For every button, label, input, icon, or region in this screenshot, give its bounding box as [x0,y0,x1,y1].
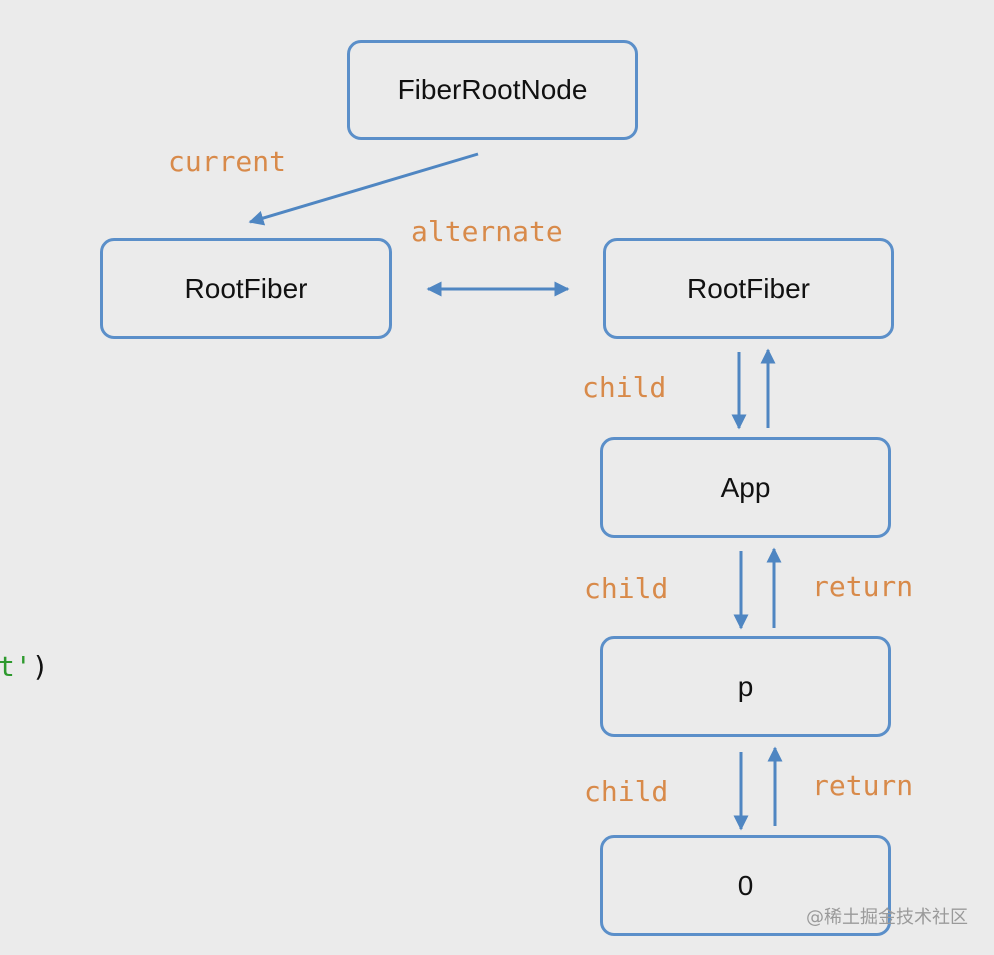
watermark: @稀土掘金技术社区 [806,907,968,928]
code-string-part: t' [0,650,32,683]
child-label-1: child [582,371,667,404]
root-fiber-wip-node: RootFiber [603,238,894,339]
child-label-3: child [584,775,669,808]
app-node: App [600,437,891,538]
child-label-2: child [584,572,669,605]
root-fiber-current-node: RootFiber [100,238,392,339]
code-fragment: t') [0,653,49,681]
fiber-root-node: FiberRootNode [347,40,638,140]
alternate-label: alternate [411,215,563,248]
return-label-3: return [812,769,914,802]
p-node: p [600,636,891,737]
return-label-2: return [812,570,914,603]
text-node: 0 [600,835,891,936]
current-arrow [248,152,479,226]
code-paren-part: ) [31,650,49,683]
current-label: current [168,145,287,178]
